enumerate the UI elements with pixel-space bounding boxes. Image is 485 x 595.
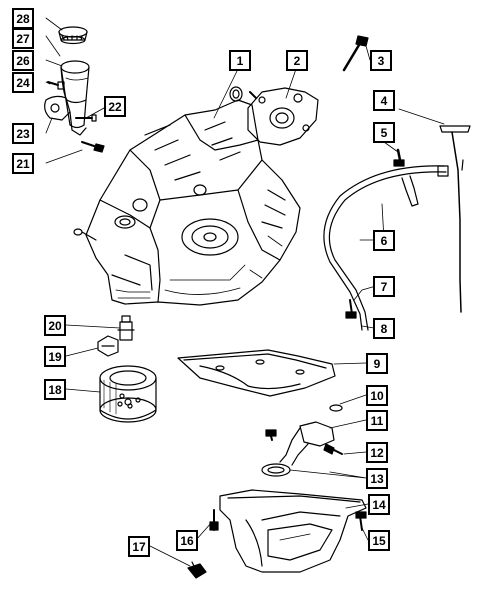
pump-bolt-drawing xyxy=(342,35,369,72)
oil-filler-cap-drawing xyxy=(58,26,88,45)
callout-9: 9 xyxy=(366,353,388,374)
callout-23: 23 xyxy=(12,123,34,144)
filter-nipple-drawing xyxy=(117,315,135,341)
callout-27: 27 xyxy=(12,28,34,49)
filler-bolt-24-drawing xyxy=(47,81,65,90)
callout-21: 21 xyxy=(12,153,34,174)
callout-8: 8 xyxy=(373,318,395,339)
callout-24: 24 xyxy=(12,72,34,93)
callout-14: 14 xyxy=(368,494,390,515)
tube-bolt-7-drawing xyxy=(345,299,357,319)
callout-19: 19 xyxy=(44,346,66,367)
callout-11: 11 xyxy=(366,410,388,431)
leader-lines xyxy=(45,17,445,567)
oil-filter-drawing xyxy=(99,365,157,423)
callout-17: 17 xyxy=(128,536,150,557)
callout-2: 2 xyxy=(286,50,308,71)
callout-18: 18 xyxy=(44,379,66,400)
engine-block-drawing xyxy=(73,86,301,306)
callout-1: 1 xyxy=(229,50,251,71)
oil-pump-drawing xyxy=(247,87,319,146)
callout-6: 6 xyxy=(373,230,395,251)
pan-stud-16-drawing xyxy=(209,509,219,531)
pan-bolt-15-drawing xyxy=(355,511,367,531)
oil-pan-drawing xyxy=(219,489,367,573)
callout-16: 16 xyxy=(176,530,198,551)
callout-15: 15 xyxy=(368,530,390,551)
filler-bolt-21-drawing xyxy=(81,141,105,153)
oil-pickup-drawing xyxy=(261,421,335,477)
callout-5: 5 xyxy=(373,122,395,143)
dipstick-tube-drawing xyxy=(323,165,449,331)
dipstick-drawing xyxy=(439,125,471,313)
callout-7: 7 xyxy=(373,276,395,297)
callout-13: 13 xyxy=(366,468,388,489)
callout-28: 28 xyxy=(12,8,34,29)
callout-12: 12 xyxy=(366,442,388,463)
windage-tray-drawing xyxy=(177,349,336,397)
callout-20: 20 xyxy=(44,315,66,336)
filler-bracket-drawing xyxy=(44,95,87,136)
tube-bolt-5-drawing xyxy=(393,148,405,167)
o-ring-drawing xyxy=(329,404,343,412)
callout-10: 10 xyxy=(366,385,388,406)
pickup-bolt-12-drawing xyxy=(323,443,343,455)
drain-plug-drawing xyxy=(187,561,207,579)
callout-3: 3 xyxy=(370,50,392,71)
callout-26: 26 xyxy=(12,50,34,71)
filler-stud-22-drawing xyxy=(75,114,97,122)
filter-adapter-drawing xyxy=(97,335,119,357)
callout-4: 4 xyxy=(373,90,395,111)
callout-22: 22 xyxy=(104,96,126,117)
